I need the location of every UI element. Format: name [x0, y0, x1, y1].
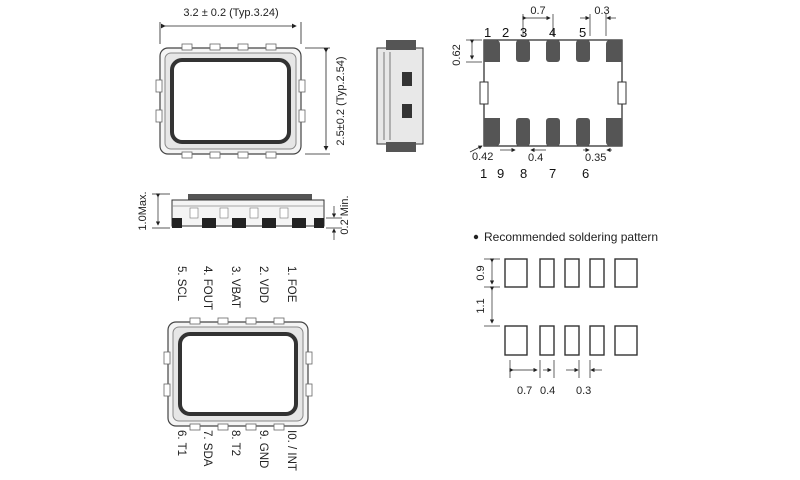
end-pad-width-dimension: 0.35	[585, 152, 606, 164]
pin-number-top-1: 1	[484, 25, 491, 40]
pin-labels-bottom: 6. T1 7. SDA 8. T2 9. GND I0. / INT	[175, 430, 297, 471]
pin-label-8: 8. T2	[229, 430, 241, 456]
pin-number-top-5: 5	[579, 25, 586, 40]
bottom-view-lower-pads	[484, 118, 622, 146]
pin-label-7: 7. SDA	[201, 430, 213, 467]
bottom-view-upper-pads	[484, 40, 622, 62]
pin-labels-top: 5. SCL 4. FOUT 3. VBAT 2. VDD 1. FOE	[175, 266, 297, 310]
top-view-castellations	[155, 43, 306, 159]
side-view-pad-lower	[402, 104, 412, 118]
pin-number-top-3: 3	[520, 25, 527, 40]
pin-number-bottom-1: 1	[480, 166, 487, 181]
side-view-body	[376, 47, 424, 145]
pin-label-4: 4. FOUT	[201, 266, 213, 310]
row-spacing-dimension: 1.1	[475, 298, 487, 313]
pin-label-6: 6. T1	[175, 430, 187, 456]
pad-width-soldering-dimension: 0.4	[540, 385, 555, 397]
soldering-title: Recommended soldering pattern	[484, 230, 658, 244]
top-view: 3.2 ± 0.2 (Typ.3.24) 2.5±0.2 (Typ.2.54)	[155, 7, 347, 159]
soldering-lower-pads	[504, 325, 638, 356]
pin-number-bottom-8: 8	[520, 166, 527, 181]
gap-dimension: 0.3	[594, 5, 609, 17]
pin-label-3: 3. VBAT	[229, 266, 241, 308]
side-view-pad-upper	[402, 72, 412, 86]
side-view-front: 1.0Max. 0.2 Min.	[137, 191, 351, 240]
max-height-dimension: 1.0Max.	[137, 191, 149, 230]
pin-number-bottom-6: 6	[582, 166, 589, 181]
pin-label-9: 9. GND	[257, 430, 269, 468]
soldering-upper-pads	[504, 258, 638, 288]
pad-width-dimension: 0.4	[528, 152, 543, 164]
pad-height-dimension: 0.62	[451, 44, 463, 65]
pinout-lid	[178, 332, 298, 416]
pin-number-top-4: 4	[549, 25, 556, 40]
side-front-lid	[188, 194, 312, 200]
pin-label-5: 5. SCL	[175, 266, 187, 302]
side-view-narrow	[376, 40, 424, 152]
pitch-dimension: 0.7	[530, 5, 545, 17]
bottom-view: 0.7 0.3 0.62 0.42 0.4 0.35 1 2 3 4 5 1 9…	[451, 5, 627, 181]
soldering-pattern: Recommended soldering pattern 0.9 1.1	[473, 230, 658, 397]
pin-label-2: 2. VDD	[257, 266, 269, 303]
side-front-terminals	[172, 218, 324, 228]
standoff-dimension: 0.2 Min.	[339, 195, 351, 234]
width-dimension: 3.2 ± 0.2 (Typ.3.24)	[183, 7, 278, 19]
pin-number-bottom-7: 7	[549, 166, 556, 181]
pin-label-1: 1. FOE	[285, 266, 297, 303]
pin-label-10: I0. / INT	[285, 430, 297, 471]
side-view-top-cap	[386, 40, 416, 50]
pin-number-top-2: 2	[502, 25, 509, 40]
pad-pitch-dimension: 0.7	[517, 385, 532, 397]
row-height-dimension: 0.9	[475, 265, 487, 280]
pad-gap-dimension: 0.3	[576, 385, 591, 397]
pinout-view	[163, 317, 313, 431]
top-view-lid	[170, 58, 291, 144]
height-dimension: 2.5±0.2 (Typ.2.54)	[335, 56, 347, 145]
side-view-bottom-cap	[386, 142, 416, 152]
edge-offset-dimension: 0.42	[472, 151, 493, 163]
pin-number-bottom-9: 9	[497, 166, 504, 181]
